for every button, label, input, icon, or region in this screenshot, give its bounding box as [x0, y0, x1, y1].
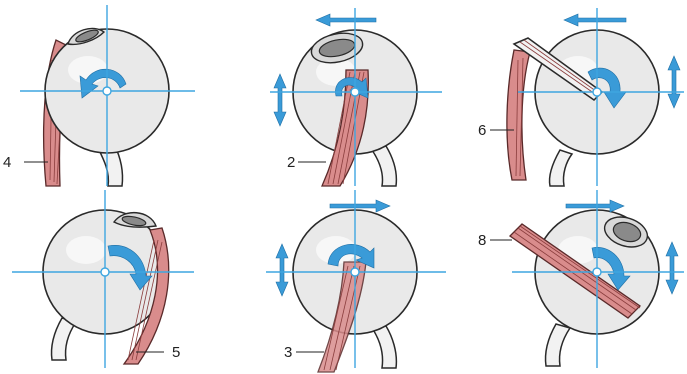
- optic-nerve: [372, 326, 396, 368]
- arrow-vertical-right: [668, 56, 680, 108]
- arrow-horizontal-top: [564, 14, 626, 26]
- optic-nerve: [549, 150, 572, 186]
- label-3: 3: [284, 344, 292, 361]
- center-marker: [101, 268, 109, 276]
- center-marker: [593, 88, 601, 96]
- label-8: 8: [478, 232, 486, 249]
- arrow-horizontal-top: [316, 14, 376, 26]
- center-marker: [351, 88, 359, 96]
- label-4: 4: [3, 154, 11, 171]
- panel-top-left: 4: [3, 5, 195, 186]
- arrow-vertical-right: [666, 242, 678, 294]
- center-marker: [593, 268, 601, 276]
- panel-bottom-middle: 3: [266, 190, 446, 372]
- panel-top-middle: 2: [270, 8, 442, 186]
- panel-bottom-left: 5: [12, 190, 194, 368]
- arrow-vertical-left: [274, 74, 286, 126]
- label-6: 6: [478, 122, 486, 139]
- center-marker: [351, 268, 359, 276]
- arrow-vertical-left: [276, 244, 288, 296]
- optic-nerve: [372, 146, 396, 186]
- panel-top-right: 6: [478, 8, 684, 186]
- center-marker: [103, 87, 111, 95]
- label-5: 5: [172, 344, 180, 361]
- label-2: 2: [287, 154, 295, 171]
- optic-nerve: [545, 324, 570, 366]
- panel-bottom-right: 8: [478, 190, 684, 368]
- muscle-6: [507, 50, 530, 180]
